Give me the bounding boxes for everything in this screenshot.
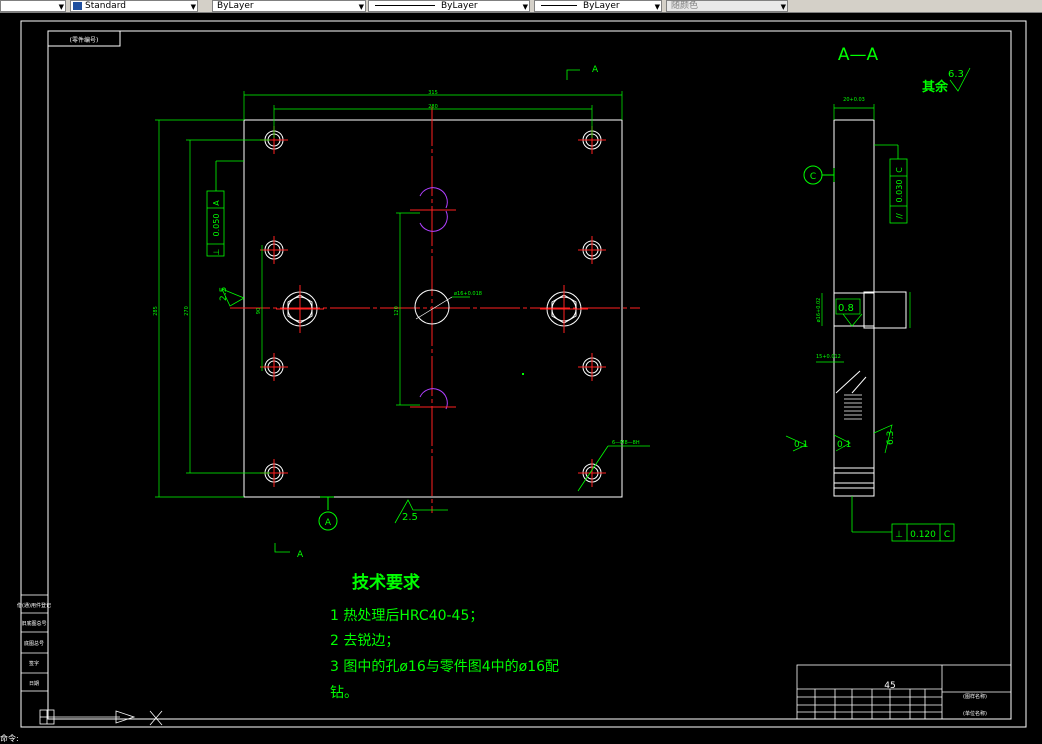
- ucs-icon: [39, 709, 163, 726]
- chevron-down-icon: ▼: [654, 3, 660, 11]
- lineweight-value: ByLayer: [583, 1, 620, 11]
- tol-parallel-c: [874, 144, 908, 224]
- section-label: A—A: [838, 45, 879, 65]
- side-dim-mid: ø16+0.02: [816, 298, 822, 323]
- dim-120: 120: [394, 306, 400, 316]
- plot-style-dropdown[interactable]: 随颜色 ▼: [666, 0, 788, 12]
- hole-tol-label: ø16+0.018: [454, 291, 482, 297]
- plan-view: ø16+0.018 315 280 285 270 90 120: [153, 65, 650, 560]
- large-hole-left: [276, 285, 324, 333]
- dim-270: 270: [184, 306, 190, 316]
- rough-01-right: 0.1: [837, 440, 851, 450]
- rough-left: 2.5: [219, 287, 229, 301]
- chevron-down-icon: ▼: [358, 3, 364, 11]
- dim-280: 280: [428, 104, 438, 110]
- section-view: A—A 其余 6.3 20+0.03 ø16+0.02 15+0.012: [785, 45, 971, 542]
- drawing-canvas[interactable]: (零件编号) ø16+0.018: [0, 13, 1042, 741]
- linetype-dropdown[interactable]: ByLayer ▼: [368, 0, 530, 12]
- left-margin-label: 底图总号: [24, 640, 44, 647]
- dim-315: 315: [428, 90, 438, 96]
- tech-item-2: 2 去锐边；: [330, 633, 400, 649]
- lineweight-dropdown[interactable]: ByLayer ▼: [534, 0, 662, 12]
- title-block: [796, 664, 1012, 720]
- linetype-value: ByLayer: [441, 1, 478, 11]
- plot-style-value: 随颜色: [671, 1, 699, 11]
- rough-63-right: 6.3: [886, 431, 896, 445]
- corner-tag-box: [47, 30, 121, 47]
- text-style-value: Standard: [85, 1, 126, 11]
- rough-08: 0.8: [838, 303, 854, 314]
- linetype-preview: [375, 5, 435, 6]
- m8-hole: [578, 459, 606, 487]
- layer-control-dropdown[interactable]: ▼: [0, 0, 66, 12]
- tol-perp-a-value: 0.050: [212, 214, 221, 237]
- thread-hatch: [844, 394, 862, 420]
- chevron-down-icon: ▼: [58, 3, 64, 11]
- tol-perp-c-datum: C: [944, 530, 950, 540]
- layer-value: ByLayer: [217, 1, 254, 11]
- m8-hole: [260, 353, 288, 381]
- text-style-dropdown[interactable]: Standard ▼: [70, 0, 198, 12]
- perp-symbol: ⊥: [212, 248, 221, 255]
- large-hole-right: [540, 285, 588, 333]
- chevron-down-icon: ▼: [780, 3, 786, 11]
- left-margin-label: 签字: [29, 660, 39, 667]
- side-dim-top: 20+0.03: [843, 97, 865, 103]
- titleblock-material: 45: [884, 681, 895, 691]
- parallel-symbol: //: [895, 213, 904, 219]
- tech-item-1: 1 热处理后HRC40-45；: [330, 608, 484, 624]
- m8-hole: [578, 236, 606, 264]
- dimension-lines: [155, 91, 623, 498]
- chevron-down-icon: ▼: [190, 3, 196, 11]
- lineweight-preview: [541, 5, 577, 6]
- tol-perp-a-datum: A: [212, 200, 221, 206]
- tech-item-3: 3 图中的孔ø16与零件图4中的ø16配: [330, 659, 560, 675]
- rough-bottom: 2.5: [402, 512, 418, 523]
- center-hole: ø16+0.018: [414, 289, 482, 325]
- m8-hole: [578, 353, 606, 381]
- text-style-icon: [73, 1, 82, 10]
- tol-par-datum: C: [895, 167, 904, 173]
- corner-tag: (零件编号): [70, 36, 99, 44]
- dim-90: 90: [256, 308, 262, 314]
- left-margin-label: 日期: [29, 681, 39, 687]
- rough-01-left: 0.1: [794, 440, 808, 450]
- tech-item-4: 钻。: [330, 685, 358, 701]
- section-mark-top: A: [592, 65, 599, 75]
- datum-c: C: [810, 172, 816, 182]
- left-margin-table: [20, 594, 49, 692]
- outer-frame: [20, 20, 1027, 728]
- rough-other-value: 6.3: [948, 69, 964, 80]
- hole-callout: 6—M8—8H: [612, 440, 640, 446]
- tol-par-value: 0.030: [895, 180, 904, 203]
- datum-a-bottom: A: [325, 518, 332, 528]
- tol-perp-a: [206, 160, 244, 257]
- layer-dropdown[interactable]: ByLayer ▼: [212, 0, 366, 12]
- inner-frame: [47, 30, 1012, 720]
- properties-toolbar: ▼ Standard ▼ ByLayer ▼ ByLayer ▼ ByLayer…: [0, 0, 1042, 13]
- side-dim-small: 15+0.012: [816, 354, 841, 360]
- left-margin-label: 旧底图总号: [21, 620, 46, 627]
- section-body: [833, 119, 875, 497]
- titleblock-label-a: (图样名称): [963, 693, 987, 700]
- m8-hole: [260, 236, 288, 264]
- tol-perp-c-value: 0.120: [910, 530, 936, 540]
- titleblock-label-b: (单位名称): [963, 710, 987, 717]
- section-mark-bottom: A: [297, 550, 304, 560]
- command-line[interactable]: 命令:: [0, 734, 19, 743]
- left-margin-label: 借(通)用件登记: [17, 602, 51, 609]
- dim-285: 285: [153, 306, 159, 316]
- chevron-down-icon: ▼: [522, 3, 528, 11]
- tech-title: 技术要求: [352, 573, 420, 593]
- perp-symbol-bottom: ⊥: [895, 530, 903, 540]
- rough-other-label: 其余: [922, 79, 949, 95]
